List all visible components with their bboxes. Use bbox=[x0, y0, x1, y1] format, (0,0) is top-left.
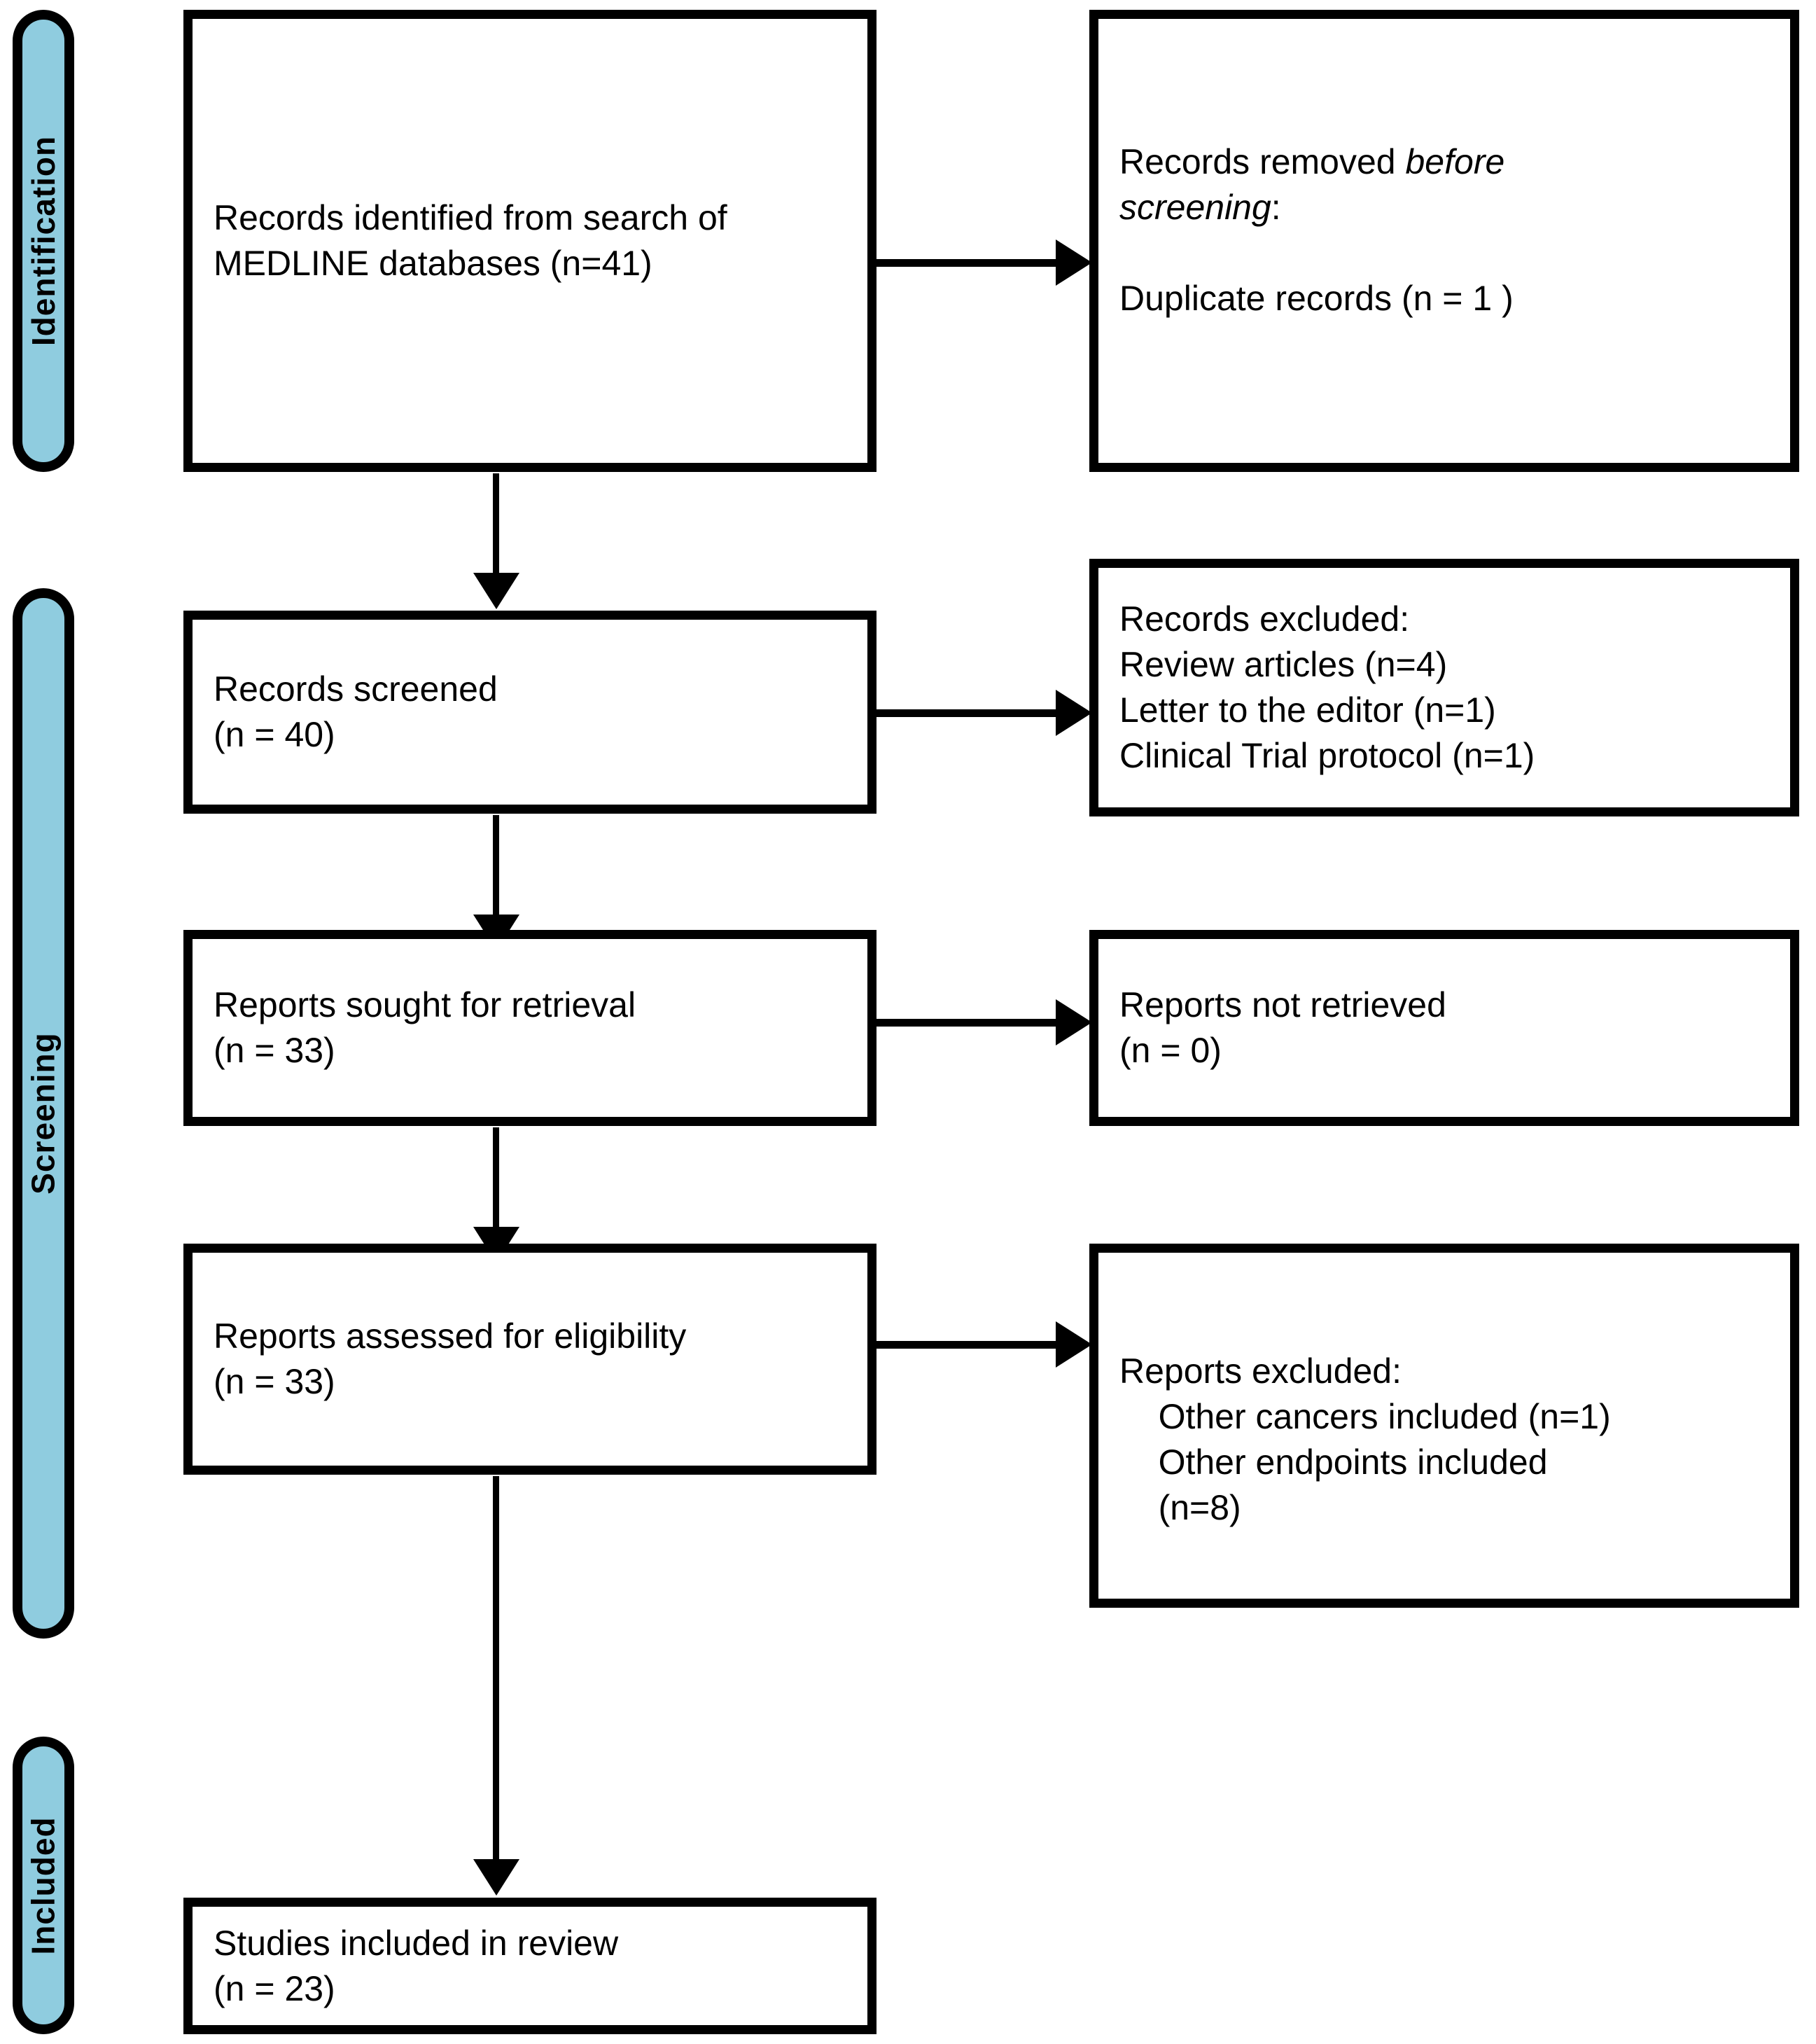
box-records-screened: Records screened (n = 40) bbox=[183, 611, 876, 814]
connector-sought-to-not-retrieved-arrowhead bbox=[1056, 999, 1092, 1045]
box-reports-excluded: Reports excluded: Other cancers included… bbox=[1089, 1244, 1799, 1608]
phase-label-included: Included bbox=[25, 1816, 62, 1955]
reports-excluded-line2: Other cancers included (n=1) bbox=[1119, 1397, 1611, 1436]
connector-sought-to-assessed-line bbox=[493, 1127, 499, 1232]
connector-assessed-to-excluded-arrowhead bbox=[1056, 1321, 1092, 1368]
records-removed-line1-plain: Records removed bbox=[1119, 142, 1406, 181]
connector-assessed-to-excluded-line bbox=[876, 1341, 1060, 1349]
records-excluded-line1: Records excluded: bbox=[1119, 599, 1410, 639]
reports-not-retrieved-line1: Reports not retrieved bbox=[1119, 985, 1446, 1024]
box-records-removed-text: Records removed before screening: Duplicat… bbox=[1098, 139, 1790, 321]
phase-label-screening: Screening bbox=[25, 1032, 62, 1195]
records-excluded-line3: Letter to the editor (n=1) bbox=[1119, 690, 1496, 730]
reports-sought-line2: (n = 33) bbox=[214, 1031, 335, 1070]
box-studies-included-text: Studies included in review (n = 23) bbox=[193, 1921, 867, 2012]
connector-sought-to-not-retrieved-line bbox=[876, 1019, 1060, 1027]
phase-pill-identification: Identification bbox=[13, 10, 74, 472]
connector-identified-to-removed-arrowhead bbox=[1056, 239, 1092, 286]
connector-assessed-to-included-line bbox=[493, 1476, 499, 1868]
connector-identified-to-screened-line bbox=[493, 473, 499, 578]
connector-identified-to-removed-line bbox=[876, 259, 1060, 267]
box-records-screened-text: Records screened (n = 40) bbox=[193, 667, 867, 758]
box-records-identified: Records identified from search of MEDLINE… bbox=[183, 10, 876, 472]
records-removed-line3: Duplicate records (n = 1 ) bbox=[1119, 279, 1514, 318]
box-reports-assessed-text: Reports assessed for eligibility (n = 33) bbox=[193, 1314, 867, 1405]
connector-assessed-to-included-arrowhead bbox=[473, 1859, 519, 1896]
reports-assessed-line2: (n = 33) bbox=[214, 1362, 335, 1401]
box-reports-sought: Reports sought for retrieval (n = 33) bbox=[183, 930, 876, 1126]
box-records-excluded-text: Records excluded: Review articles (n=4) Le… bbox=[1098, 597, 1790, 779]
records-screened-line1: Records screened bbox=[214, 669, 498, 709]
records-identified-line1: Records identified from search of bbox=[214, 198, 727, 237]
records-identified-line2: MEDLINE databases (n=41) bbox=[214, 244, 652, 283]
connector-identified-to-screened-arrowhead bbox=[473, 573, 519, 609]
box-reports-not-retrieved-text: Reports not retrieved (n = 0) bbox=[1098, 982, 1790, 1073]
reports-excluded-line1: Reports excluded: bbox=[1119, 1351, 1402, 1391]
reports-not-retrieved-line2: (n = 0) bbox=[1119, 1031, 1222, 1070]
phase-label-identification: Identification bbox=[25, 135, 62, 347]
reports-sought-line1: Reports sought for retrieval bbox=[214, 985, 636, 1024]
box-records-excluded: Records excluded: Review articles (n=4) Le… bbox=[1089, 559, 1799, 816]
connector-screened-to-sought-line bbox=[493, 815, 499, 920]
box-records-identified-text: Records identified from search of MEDLINE… bbox=[193, 195, 867, 286]
records-removed-line2-plain: : bbox=[1271, 188, 1281, 227]
box-reports-assessed: Reports assessed for eligibility (n = 33) bbox=[183, 1244, 876, 1475]
box-reports-excluded-text: Reports excluded: Other cancers included… bbox=[1098, 1349, 1790, 1531]
phase-pill-included: Included bbox=[13, 1737, 74, 2034]
box-studies-included: Studies included in review (n = 23) bbox=[183, 1898, 876, 2034]
studies-included-line1: Studies included in review bbox=[214, 1923, 619, 1963]
records-screened-line2: (n = 40) bbox=[214, 715, 335, 754]
records-excluded-line2: Review articles (n=4) bbox=[1119, 645, 1448, 684]
records-excluded-line4: Clinical Trial protocol (n=1) bbox=[1119, 736, 1535, 775]
box-reports-sought-text: Reports sought for retrieval (n = 33) bbox=[193, 982, 867, 1073]
records-removed-line2-emphasis: screening bbox=[1119, 188, 1271, 227]
studies-included-line2: (n = 23) bbox=[214, 1968, 335, 2008]
reports-excluded-line3: Other endpoints included bbox=[1119, 1442, 1548, 1482]
reports-excluded-line4: (n=8) bbox=[1119, 1488, 1241, 1527]
reports-assessed-line1: Reports assessed for eligibility bbox=[214, 1316, 687, 1356]
records-removed-line1-emphasis: before bbox=[1405, 142, 1505, 181]
connector-screened-to-excluded-line bbox=[876, 709, 1060, 717]
connector-screened-to-excluded-arrowhead bbox=[1056, 690, 1092, 736]
box-records-removed: Records removed before screening: Duplicat… bbox=[1089, 10, 1799, 472]
box-reports-not-retrieved: Reports not retrieved (n = 0) bbox=[1089, 930, 1799, 1126]
phase-pill-screening: Screening bbox=[13, 588, 74, 1639]
